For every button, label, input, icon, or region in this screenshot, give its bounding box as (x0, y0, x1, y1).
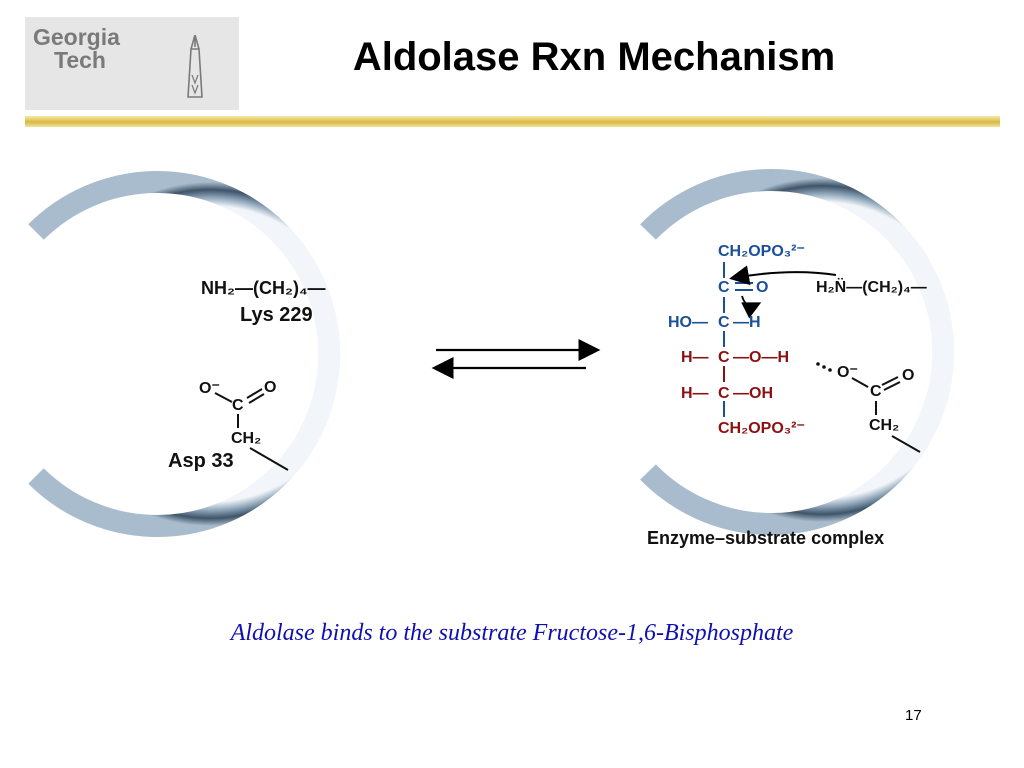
left-asp-o: O (264, 379, 277, 396)
substrate-c5: C (718, 385, 730, 402)
right-asp-o: O (902, 367, 915, 384)
substrate-c2: C (718, 279, 730, 296)
logo-wordmark: Georgia Tech (33, 26, 120, 72)
logo-line-1: Georgia (33, 24, 120, 50)
substrate-c4-hydroxyl: —O—H (733, 349, 789, 366)
tech-tower-icon (187, 35, 203, 98)
logo-line-2: Tech (54, 47, 106, 73)
slide-title: Aldolase Rxn Mechanism (352, 35, 836, 79)
substrate-c4-hydrogen: H— (681, 349, 709, 366)
slide-caption: Aldolase binds to the substrate Fructose… (230, 620, 794, 646)
left-asp-o-minus: O⁻ (199, 380, 220, 397)
substrate-c5-hydrogen: H— (681, 385, 709, 402)
left-enzyme-ring (28, 171, 341, 537)
substrate-c2-oxygen: O (756, 279, 769, 296)
substrate-c3-hydroxyl: HO— (668, 314, 708, 331)
right-asp-ch2: CH₂ (869, 417, 900, 434)
left-asp-ch2: CH₂ (231, 430, 262, 447)
substrate-c4: C (718, 349, 730, 366)
left-lys-label: Lys 229 (240, 304, 313, 326)
right-enzyme-ring (640, 169, 955, 535)
substrate-c6-phosphate: CH₂OPO₃²⁻ (718, 420, 805, 437)
title-underline (25, 116, 1000, 127)
right-asp-carbon: C (870, 383, 882, 400)
left-asp-carbon: C (232, 397, 244, 414)
left-asp-label: Asp 33 (168, 450, 234, 472)
right-asp-o-minus: O⁻ (837, 364, 858, 381)
substrate-c1-phosphate: CH₂OPO₃²⁻ (718, 243, 805, 260)
right-lys-side-chain: H₂N̈—(CH₂)₄— (816, 279, 927, 296)
substrate-c5-hydroxyl: —OH (733, 385, 773, 402)
page-number: 17 (905, 707, 922, 724)
substrate-c3-hydrogen: —H (733, 314, 761, 331)
left-lys-side-chain: NH₂—(CH₂)₄— (201, 278, 326, 298)
substrate-c3: C (718, 314, 730, 331)
electron-push-arrow (741, 295, 762, 319)
complex-label: Enzyme–substrate complex (647, 528, 885, 548)
georgia-tech-logo (25, 17, 239, 110)
nucleophilic-attack-arrow (729, 265, 837, 286)
